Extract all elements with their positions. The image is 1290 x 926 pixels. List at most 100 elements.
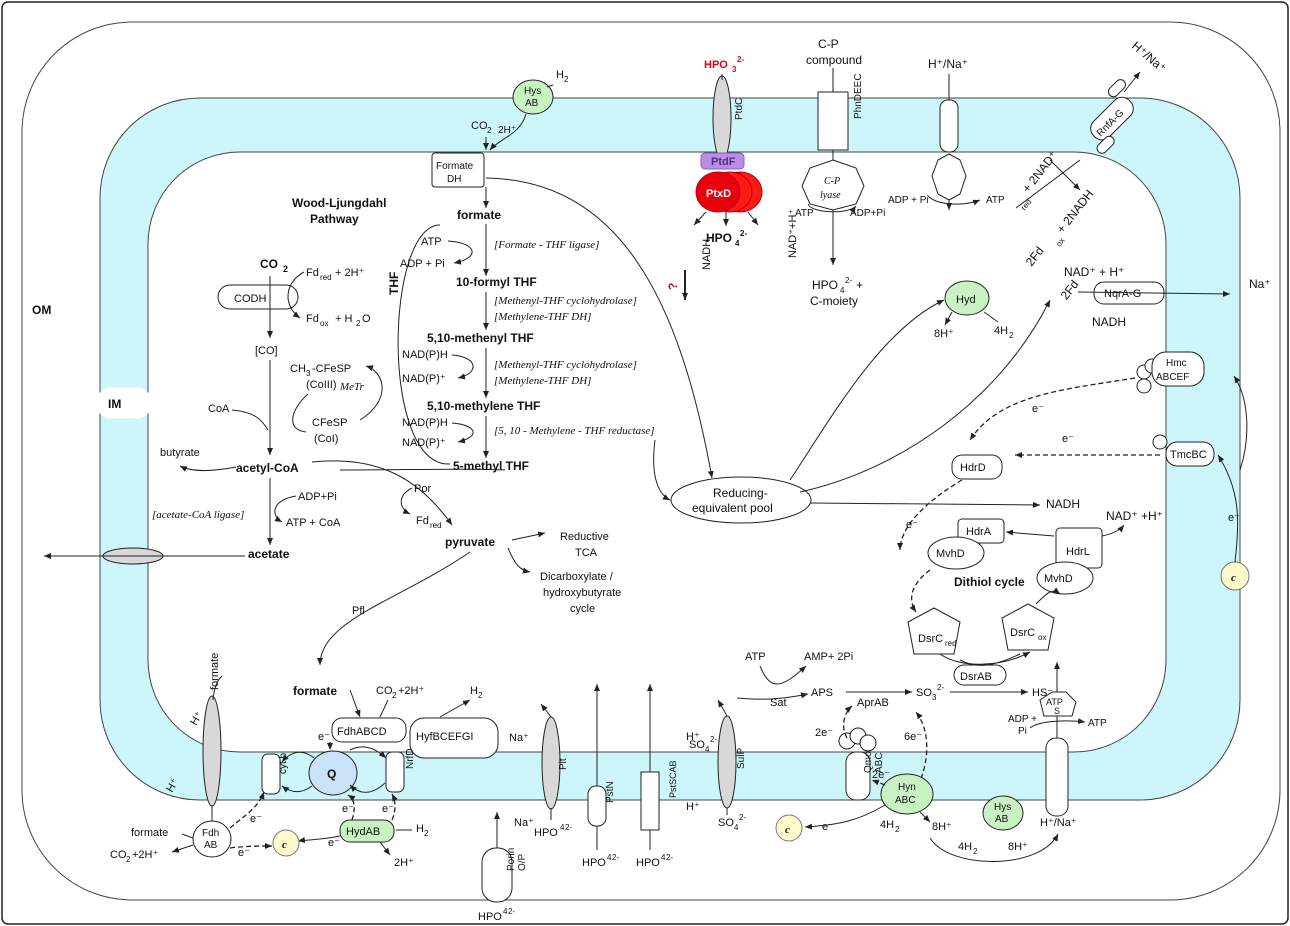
acetate: acetate <box>248 547 290 561</box>
svg-text:red: red <box>945 639 957 648</box>
svg-text:2-: 2- <box>739 813 746 822</box>
dsrc-ox <box>1001 603 1055 651</box>
coi: (CoI) <box>314 433 338 445</box>
hysab-top <box>512 79 554 115</box>
pi-atps: Pi <box>1018 726 1027 737</box>
mvhd-right-label: MvhD <box>1044 573 1073 585</box>
adp-pi-fthfs: ADP + Pi <box>400 258 445 270</box>
svg-text:2: 2 <box>392 691 397 700</box>
ch3-cfesp: CH <box>290 363 306 375</box>
reducing-pool <box>670 476 812 524</box>
fdhabcd-box <box>331 717 407 743</box>
methylene-thf: 5,10-methylene THF <box>427 399 540 413</box>
quinone <box>308 750 358 796</box>
svg-text:4: 4 <box>607 853 612 862</box>
svg-text:+: + <box>856 278 863 292</box>
codh-box <box>217 284 299 310</box>
e-hdrd: e⁻ <box>906 519 918 531</box>
pathway-title-line1: Wood-Ljungdahl <box>292 196 386 210</box>
dicarb-2: hydroxybutyrate <box>543 587 621 599</box>
nadph-2: NAD(P)H <box>402 417 448 429</box>
svg-text:+2H⁺: +2H⁺ <box>398 685 424 697</box>
pstn-label: PstN <box>605 781 616 803</box>
thf-label: THF <box>387 272 401 295</box>
hdra-label: HdrA <box>966 526 992 538</box>
adp-pi-cplyase: ADP+Pi <box>850 208 885 219</box>
co2-2h-bottom: CO <box>376 685 393 697</box>
mvhd-left <box>927 536 985 570</box>
porin-line1: Porin <box>506 848 517 871</box>
4h2-hyn: 4H <box>880 819 894 831</box>
enz-mthfd: [Methylene-THF DH] <box>494 311 591 323</box>
hmc-line1: Hmc <box>1166 358 1187 369</box>
cytc-middle <box>775 814 803 842</box>
hdrd-box <box>951 454 1003 480</box>
fdhab-line1: Fdh <box>202 828 219 839</box>
svg-text:2: 2 <box>895 825 900 834</box>
coiii: (CoIII) <box>306 379 337 391</box>
sat-label: Sat <box>770 697 787 709</box>
hmc-box <box>1151 351 1205 387</box>
hpo4-cmoiety-2: C-moiety <box>810 294 858 308</box>
svg-text:3: 3 <box>306 369 311 378</box>
hydab-label: HydAB <box>346 826 380 838</box>
nad-h-right: NAD⁺ +H⁺ <box>1106 509 1163 523</box>
hysab-bottom-line1: Hys <box>994 802 1011 813</box>
hyn-line1: Hyn <box>898 782 916 793</box>
metr-label: MeTr <box>339 381 365 393</box>
svg-text:3: 3 <box>732 65 737 74</box>
h2-hydab: H <box>416 823 424 835</box>
nrfd-box <box>385 751 405 793</box>
so4-sulp: SO <box>718 817 734 829</box>
pstn-box <box>587 785 607 827</box>
hysab-top-line2: AB <box>525 98 539 109</box>
ptdc-transporter <box>712 75 732 161</box>
mvhd-right <box>1036 561 1094 595</box>
cfesp: CFeSP <box>312 417 347 429</box>
dsrc-ox-label: DsrC <box>1010 627 1035 639</box>
svg-text:2: 2 <box>424 829 429 838</box>
svg-text:2-: 2- <box>937 683 944 692</box>
h2-top: H <box>556 69 564 81</box>
svg-text:4: 4 <box>705 745 710 754</box>
svg-text:4: 4 <box>734 823 739 832</box>
enz-mthfd2: [Methylene-THF DH] <box>494 375 591 387</box>
svg-text:ox: ox <box>320 319 328 328</box>
na-pit-out: Na⁺ <box>514 817 534 829</box>
svg-text:2: 2 <box>478 691 483 700</box>
e-hmc: e⁻ <box>1032 403 1044 415</box>
h2-hyf: H <box>470 685 478 697</box>
8h-hys: 8H⁺ <box>1008 841 1028 853</box>
im-label: IM <box>108 397 121 411</box>
co-bracket: [CO] <box>255 345 278 357</box>
hysab-bottom-line2: AB <box>995 814 1009 825</box>
nadh-nqr: NADH <box>1092 315 1126 329</box>
codh-label: CODH <box>234 293 266 305</box>
formate-main: formate <box>457 208 501 222</box>
sulp-label: SulP <box>736 748 747 769</box>
dsrc-red <box>907 607 961 655</box>
e-hyd-2: e⁻ <box>382 803 394 815</box>
fd-red-1: Fd <box>306 267 319 279</box>
svg-text:2: 2 <box>487 126 492 135</box>
aprab-label: AprAB <box>857 697 889 709</box>
e-fdh: e⁻ <box>318 731 330 743</box>
svg-text:2-: 2- <box>737 55 744 64</box>
svg-text:+2H⁺: +2H⁺ <box>132 849 158 861</box>
4h2-hys: 4H <box>958 841 972 853</box>
atps-stalk <box>1045 737 1069 817</box>
svg-text:2-: 2- <box>612 853 619 862</box>
pyruvate: pyruvate <box>445 535 495 549</box>
svg-text:+ H: + H <box>335 313 352 325</box>
hydab-box <box>339 819 395 843</box>
nrfd-label: NrfD <box>405 748 416 769</box>
h-na-top: H⁺/Na⁺ <box>928 57 968 71</box>
svg-text:2-: 2- <box>666 853 673 862</box>
hyfbcefgi-box <box>409 717 499 759</box>
svg-text:+ 2H⁺: + 2H⁺ <box>335 267 365 279</box>
co2-codh: CO <box>260 257 278 271</box>
cytc-right-label: c <box>1231 572 1236 584</box>
por-label: Por <box>414 483 431 495</box>
dithiol-label: Dithiol cycle <box>954 575 1025 589</box>
methyl-thf: 5-methyl THF <box>453 459 529 473</box>
